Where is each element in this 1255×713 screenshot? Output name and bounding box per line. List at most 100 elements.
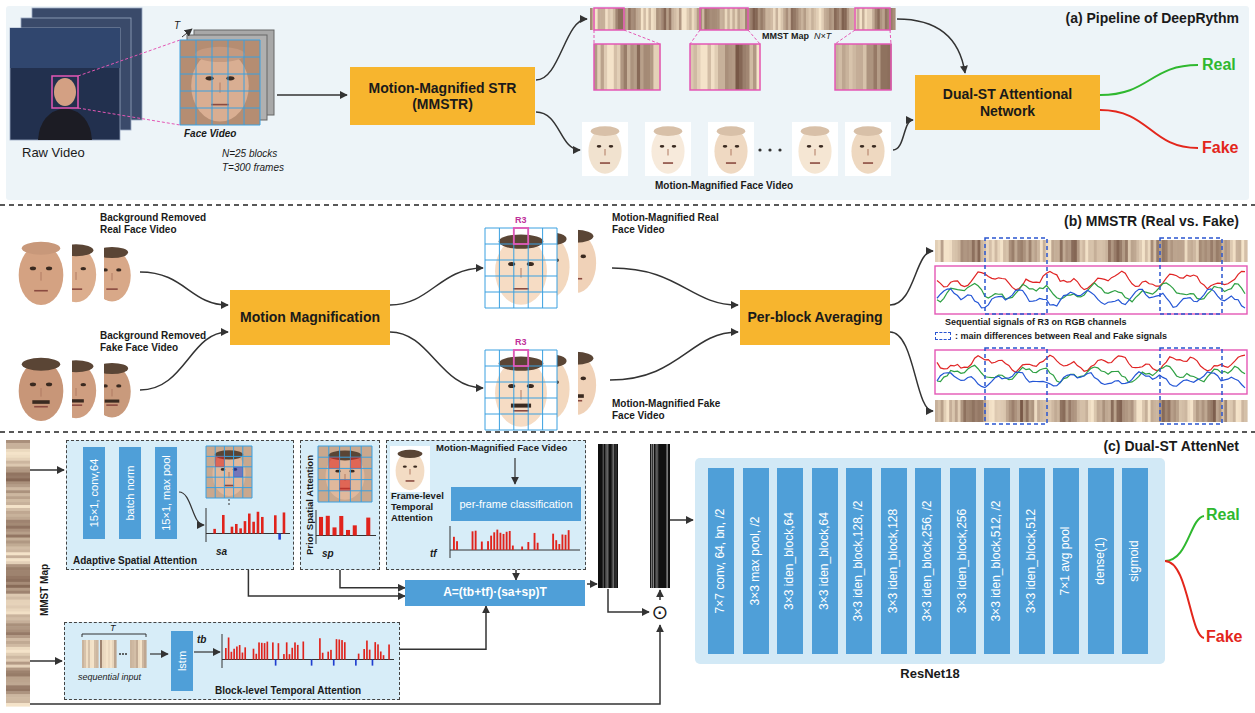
subpanel-ground [386,440,586,570]
signal-frame [935,350,1247,394]
weight-cell [215,456,224,466]
difference-box [1160,348,1222,424]
signal-line [937,355,1245,372]
bar [274,515,277,533]
hair [195,47,245,62]
face-image [792,122,838,176]
stripe [1244,400,1247,422]
bar [481,542,483,550]
module-panel: Frame-level Temporal Attentionper-frame … [386,440,586,570]
grid-line [206,498,252,499]
grid-line [542,228,543,308]
network-panel: ResNet187×7 conv, 64, bn, /23×3 max pool… [695,458,1165,664]
module-panel: Prior Spatial Attention [300,440,380,570]
output-label: Real [1206,506,1240,523]
section-panel: (c) Dual-ST AttenNet Adaptive Spatial Att… [6,436,1249,710]
plot-axis [450,526,451,558]
eye [80,267,86,270]
grid-line [206,477,252,478]
module-panel: Adaptive Spatial Attention15×1, conv,64b… [66,440,294,570]
bar [374,642,376,659]
node-label: 3×3 iden_block,128 [886,509,900,613]
bar [500,533,502,550]
weight-cell [340,480,351,491]
figure-caption: Motion-Magnified Real Face Video [612,212,719,235]
flow-arrow [608,589,649,612]
stripe [715,44,719,90]
bar [358,654,360,660]
dimension-note: N=25 blocks [222,148,277,159]
bar [372,660,374,666]
stripe [853,44,857,90]
bar [297,645,299,660]
eye [597,145,602,148]
branch-line [1100,65,1198,95]
plot-axis [316,510,317,544]
bracket [82,634,146,637]
face-frame [792,122,838,176]
plot-axis [222,634,223,668]
hair [22,242,60,255]
ellipsis-dot [758,148,761,151]
layer-box: 7×7 conv, 64, bn, /2 [708,468,734,654]
attention-map [650,444,670,588]
block-grid [180,40,260,125]
process-box: per-frame classification [451,487,581,521]
layer-box: 3×3 iden_block,128 [881,468,907,654]
zoom-crop [594,44,660,90]
hair [854,126,883,136]
bar-plot [450,526,580,558]
attention-line [602,444,603,588]
block-grid [485,350,557,430]
stripe [884,44,888,90]
layer-box: 3×3 iden_block,512, /2 [984,468,1010,654]
bar [327,652,329,660]
bar [333,527,337,535]
bar [213,529,216,534]
grid-line [485,350,486,430]
hair [654,126,683,136]
node-label: Motion Magnification [240,309,380,325]
weight-cell [329,457,340,468]
leader-line [229,499,230,507]
flow-arrow [514,458,515,484]
stripe [722,44,726,90]
grid-line [206,446,207,498]
bar [503,534,505,550]
bar [242,653,244,660]
grid-line [260,40,261,125]
figure-caption: Motion-Magnified Face Video [436,442,567,453]
grid-line [485,292,557,293]
panel-title: (b) MMSTR (Real vs. Fake) [1064,213,1239,229]
connector-arrow [248,570,405,596]
stripe [860,44,864,90]
grid-line [180,57,260,58]
connector-arrow [340,570,405,588]
operator-symbol: ⊙ [652,601,669,623]
mouth [34,290,48,292]
eye [580,255,586,259]
bar [355,660,357,666]
face-frame [708,122,754,176]
stripe [739,44,743,90]
bar [222,515,225,534]
stripe-map [935,400,1248,422]
mouth [224,485,234,487]
bar [512,546,514,550]
panel-title: (c) Dual-ST AttenNet [1103,438,1239,454]
grid-line [206,466,252,467]
panel-title: ResNet18 [900,666,959,681]
process-box: Motion-Magnified STR (MMSTR) [350,67,535,125]
eye [807,145,812,148]
stripe [711,44,715,90]
leader-line [594,30,595,44]
figure-caption: Raw Video [22,145,85,160]
node-label: 3×3 iden_block,512, /2 [989,500,1003,621]
bar [311,660,313,666]
figure-caption: Motion-Magnified Fake Face Video [612,398,720,421]
bar [472,531,474,550]
bar [453,537,455,550]
signal-name: sa [216,546,227,557]
bar [537,543,539,550]
layer-box: lstm [171,631,193,691]
